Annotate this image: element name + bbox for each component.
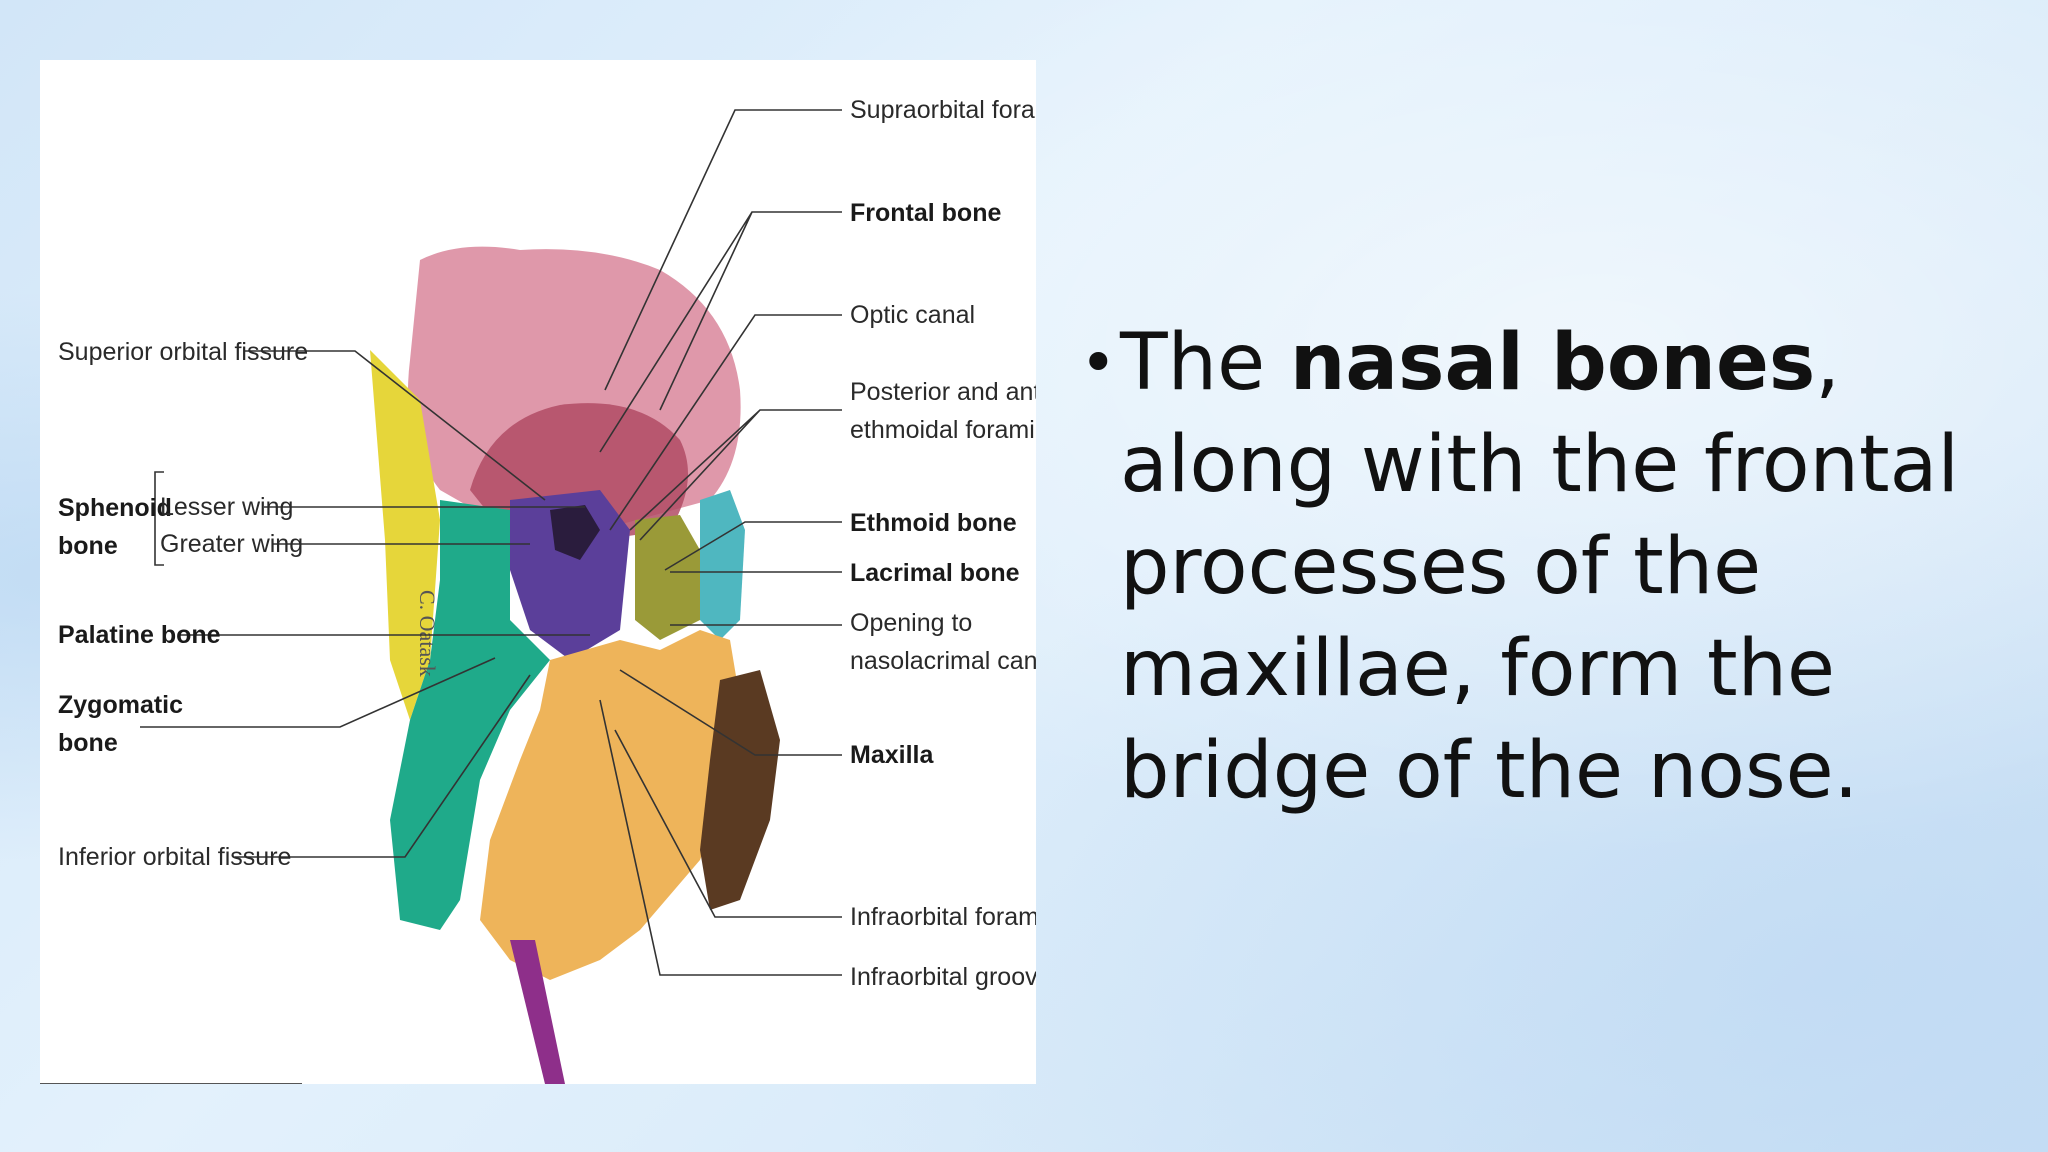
label-ethmoidal-foramina-line1: Posterior and anterior [850,378,1036,406]
orbit-anatomy-figure: C. Oatask Supraorbital foramen Frontal b… [40,60,1036,1084]
leader-supraorbital-foramen [604,109,842,391]
label-nasolacrimal-line1: Opening to [850,609,972,637]
bullet-dot-icon: • [1080,326,1117,399]
bullet-text-bold: nasal bones [1289,318,1816,408]
label-ethmoidal-foramina-line2: ethmoidal foramina [850,416,1036,444]
bullet-text-rest: , along with the frontal processes of th… [1120,318,1960,816]
maxilla-region [480,630,740,980]
leader-infraorbital-groove [599,699,842,976]
label-frontal-bone: Frontal bone [850,199,1001,227]
label-greater-wing: Greater wing [160,530,303,558]
palatine-bone-region [510,940,565,1084]
leader-infraorbital-foramen [614,729,842,918]
orbit-illustration: C. Oatask Supraorbital foramen Frontal b… [40,96,1036,1084]
label-lesser-wing: Lesser wing [160,493,293,521]
leader-ethmoid-bone [664,521,842,571]
leader-optic-canal [609,314,842,531]
sphenoid-bracket [154,471,164,566]
label-optic-canal: Optic canal [850,301,975,329]
nasal-cavity-region [700,670,780,910]
label-zygomatic-line1: Zygomatic [58,691,183,719]
sphenoid-dark-region [550,505,600,560]
slide-text-block: • The nasal bones, along with the fronta… [1080,312,1980,822]
label-maxilla: Maxilla [850,741,934,769]
bullet-text-prefix: The [1120,318,1290,408]
leader-zygomatic-bone [140,657,496,728]
leader-ethmoidal-foramina [629,409,842,541]
label-palatine-bone: Palatine bone [58,621,221,649]
sphenoid-bone-region [510,490,630,660]
label-superior-orbital-fissure: Superior orbital fissure [58,338,308,366]
artist-signature: C. Oatask [415,590,440,677]
leader-frontal-bone [599,211,842,453]
bullet-item: • The nasal bones, along with the fronta… [1080,312,1980,822]
label-infraorbital-groove: Infraorbital groove [850,963,1036,991]
label-sphenoid-line2: bone [58,532,118,560]
label-sphenoid-line1: Sphenoid [58,494,172,522]
label-infraorbital-foramen: Infraorbital foramen [850,903,1036,931]
leader-maxilla [619,669,842,756]
lacrimal-bone-region [700,490,745,640]
ethmoid-bone-region [635,515,700,640]
zygomatic-bone-region [390,500,550,930]
yellow-bone-strip [370,350,440,720]
label-inferior-orbital-fissure: Inferior orbital fissure [58,843,291,871]
bullet-text: The nasal bones, along with the frontal … [1120,312,1980,822]
leader-inferior-orbital-fissure [235,674,531,858]
label-zygomatic-line2: bone [58,729,118,757]
label-ethmoid-bone: Ethmoid bone [850,509,1017,537]
label-supraorbital-foramen: Supraorbital foramen [850,96,1036,124]
label-nasolacrimal-line2: nasolacrimal canal [850,647,1036,675]
leader-superior-orbital-fissure [245,350,546,501]
label-lacrimal-bone: Lacrimal bone [850,559,1020,587]
